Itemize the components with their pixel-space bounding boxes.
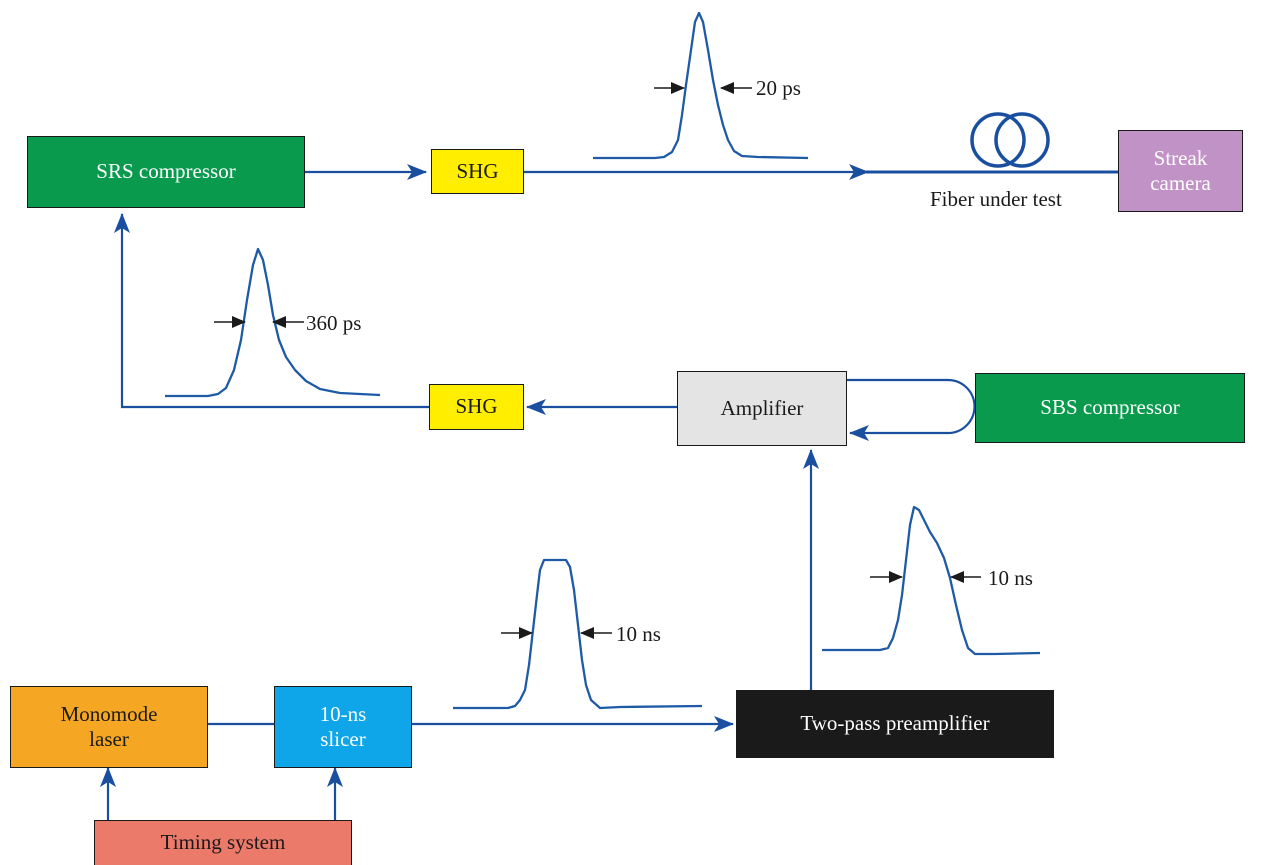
amplifier-block: Amplifier: [677, 371, 847, 446]
shg-top-label: SHG: [456, 158, 499, 183]
monomode-laser-block: Monomode laser: [10, 686, 208, 768]
slicer-label-line2: slicer: [320, 727, 366, 751]
fiber-under-test-label: Fiber under test: [930, 187, 1062, 211]
pulse-width-label-preamp: 10 ns: [988, 566, 1033, 590]
preamplifier-label: Two-pass preamplifier: [800, 711, 990, 736]
beam-shg-to-srs: [114, 213, 429, 409]
slicer-label-line1: 10-ns: [319, 701, 367, 726]
fiber-coil-icon: [970, 112, 1050, 168]
pulse-width-label-top: 20 ps: [756, 76, 801, 100]
amplifier-label: Amplifier: [720, 395, 804, 420]
shg-mid-block: SHG: [429, 384, 524, 430]
slicer-block: 10-ns slicer: [274, 686, 412, 768]
preamplifier-block: Two-pass preamplifier: [736, 690, 1054, 758]
monomode-laser-label-line1: Monomode: [60, 701, 158, 726]
pulse-trace-preamp: [822, 505, 1041, 656]
shg-top-block: SHG: [431, 149, 524, 194]
streak-camera-block: Streak camera: [1118, 130, 1243, 212]
pulse-traces: [165, 11, 1041, 710]
timing-system-label: Timing system: [160, 830, 286, 855]
pulse-trace-srs: [165, 247, 381, 398]
pulse-trace-slicer: [453, 558, 703, 710]
pulse-width-label-srs: 360 ps: [306, 311, 362, 335]
sbs-compressor-block: SBS compressor: [975, 373, 1245, 443]
shg-mid-label: SHG: [455, 394, 498, 419]
streak-camera-label-line1: Streak: [1153, 145, 1208, 170]
streak-camera-label-line2: camera: [1150, 171, 1211, 195]
srs-compressor-block: SRS compressor: [27, 136, 305, 208]
pulse-trace-top: [593, 11, 809, 160]
monomode-laser-label-line2: laser: [89, 727, 129, 751]
timing-system-block: Timing system: [94, 820, 352, 865]
pulse-width-label-slicer: 10 ns: [616, 622, 661, 646]
beam-amp-sbs-loop: [847, 378, 976, 441]
sbs-compressor-label: SBS compressor: [1040, 395, 1180, 420]
width-indicators: [214, 82, 981, 639]
beam-paths: [100, 164, 1118, 820]
srs-compressor-label: SRS compressor: [96, 159, 236, 184]
